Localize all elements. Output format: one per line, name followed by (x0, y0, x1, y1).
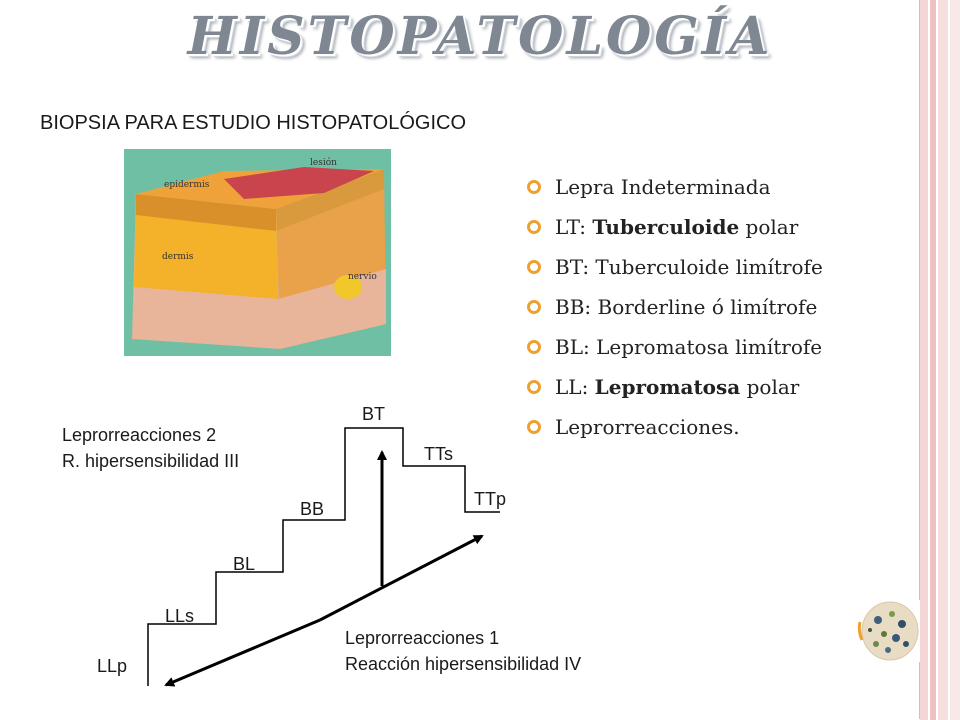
bullet-ring-icon (527, 420, 541, 434)
list-item: LT: Tuberculoide polar (523, 210, 823, 250)
step-label: BB (300, 499, 325, 519)
bullet-ring-icon (527, 180, 541, 194)
bullet-ring-icon (527, 260, 541, 274)
step-label: BT (362, 404, 386, 424)
frame-bar (920, 0, 928, 720)
reactions-2-subtitle: R. hipersensibilidad III (62, 451, 240, 471)
frame-bar (950, 0, 960, 720)
bullet-ring-icon (527, 380, 541, 394)
step-label: TTp (474, 489, 507, 509)
step-label: BL (233, 554, 256, 574)
classification-list: Lepra Indeterminada LT: Tuberculoide pol… (523, 170, 823, 450)
reactions-1-subtitle: Reacción hipersensibilidad IV (345, 654, 582, 674)
skin-biopsy-illustration: lesión epidermis dermis nervio (124, 149, 391, 356)
micrograph-thumbnail (856, 600, 920, 662)
step-label: LLp (97, 656, 128, 676)
list-item: Lepra Indeterminada (523, 170, 823, 210)
nerve-label: nervio (348, 272, 377, 282)
frame-bar (930, 0, 936, 720)
staircase-line (147, 427, 500, 686)
diagonal-arrow-down (164, 618, 321, 687)
bullet-ring-icon (527, 340, 541, 354)
diagonal-arrow-up (319, 534, 484, 622)
bullet-ring-icon (527, 220, 541, 234)
list-item: Leprorreacciones. (523, 410, 823, 450)
list-item: BL: Lepromatosa limítrofe (523, 330, 823, 370)
slide-title: HISTOPATOLOGÍA (187, 6, 773, 67)
reactions-2-title: Leprorreacciones 2 (62, 425, 217, 445)
dermis-label: dermis (162, 252, 194, 262)
list-item: BT: Tuberculoide limítrofe (523, 250, 823, 290)
reactions-1-title: Leprorreacciones 1 (345, 628, 500, 648)
list-item: LL: Lepromatosa polar (523, 370, 823, 410)
epidermis-label: epidermis (164, 180, 210, 190)
step-label: LLs (165, 606, 195, 626)
bullet-ring-icon (527, 300, 541, 314)
frame-bar (938, 0, 948, 720)
step-label: TTs (424, 444, 453, 464)
list-item: BB: Borderline ó limítrofe (523, 290, 823, 330)
lesion-label: lesión (310, 157, 337, 168)
slide-subtitle: BIOPSIA PARA ESTUDIO HISTOPATOLÓGICO (40, 112, 467, 134)
slide-frame (919, 0, 920, 719)
